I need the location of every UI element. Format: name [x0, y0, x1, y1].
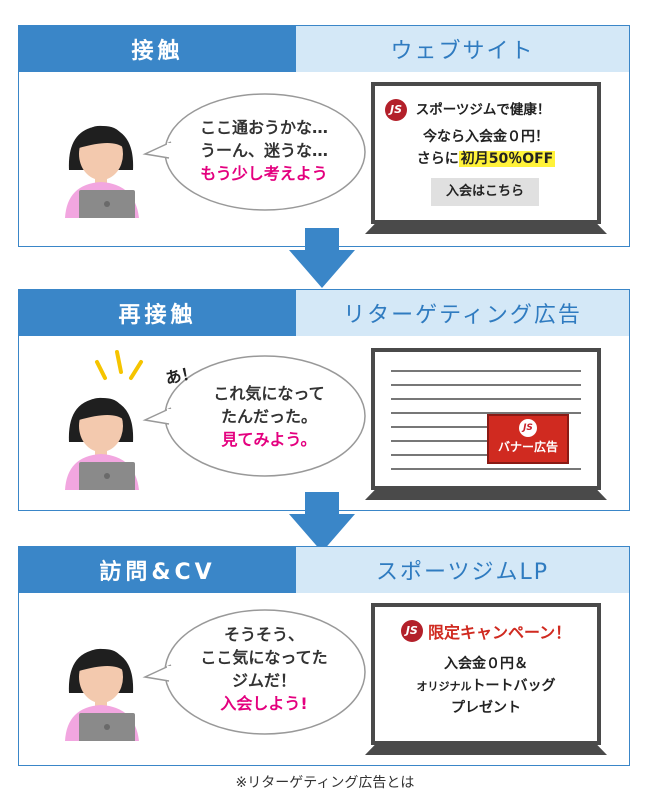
- stage-panel-contact: 接触 ウェブサイト ここ通おうかな… うーん、迷うな… もう少し考えよう JS …: [18, 25, 630, 247]
- stage-panel-recontact: 再接触 リターゲティング広告 あ！ これ気になって たんだった。 見てみよう。: [18, 289, 630, 511]
- website-screen: JS スポーツジムで健康！ 今なら入会金０円！ さらに初月50％OFF 入会はこ…: [371, 82, 601, 224]
- monitor-stand: [365, 745, 607, 755]
- text-line: [391, 384, 581, 386]
- speech-text: そうそう、 ここ気になってた ジムだ！ 入会しよう!: [169, 623, 359, 715]
- speech-line: たんだった。: [220, 407, 317, 426]
- panel-header: 訪問&CV スポーツジムLP: [19, 547, 629, 593]
- lp-line: 入会金０円＆: [444, 656, 528, 672]
- speech-emphasis: 見てみよう。: [221, 430, 317, 449]
- banner-label: バナー広告: [497, 440, 558, 454]
- ad-line: さらに: [416, 151, 459, 167]
- text-line: [391, 412, 581, 414]
- monitor: JS 限定キャンペーン！ 入会金０円＆ オリジナルトートバッグ プレゼント: [365, 603, 607, 755]
- monitor: JS スポーツジムで健康！ 今なら入会金０円！ さらに初月50％OFF 入会はこ…: [365, 82, 607, 234]
- text-line: [391, 468, 581, 470]
- landing-page-screen: JS 限定キャンペーン！ 入会金０円＆ オリジナルトートバッグ プレゼント: [371, 603, 601, 745]
- banner-ad[interactable]: JS バナー広告: [487, 414, 569, 464]
- speech-emphasis: 入会しよう!: [220, 694, 308, 713]
- speech-bubble: [142, 355, 366, 477]
- panel-header: 接触 ウェブサイト: [19, 26, 629, 72]
- person-icon: [65, 648, 139, 741]
- text-line: [391, 398, 581, 400]
- gym-logo-icon: JS: [400, 620, 423, 642]
- article-screen: JS バナー広告: [371, 348, 601, 490]
- monitor: JS バナー広告: [365, 348, 607, 500]
- text-line: [391, 426, 501, 428]
- person-icon: [65, 125, 139, 218]
- panel-header: 再接触 リターゲティング広告: [19, 290, 629, 336]
- lp-line: プレゼント: [451, 700, 521, 716]
- text-line: [391, 454, 501, 456]
- speech-bubble: [142, 93, 366, 211]
- ad-line: 今なら入会金０円！: [423, 129, 549, 145]
- join-button[interactable]: 入会はこちら: [431, 178, 539, 206]
- speech-text: ここ通おうかな… うーん、迷うな… もう少し考えよう: [169, 116, 359, 185]
- monitor-stand: [365, 490, 607, 500]
- discount-highlight: 初月50％OFF: [458, 151, 556, 167]
- channel-label: リターゲティング広告: [296, 290, 629, 336]
- speech-bubble: [142, 609, 366, 735]
- down-arrow-icon: [289, 228, 355, 288]
- speech-line: ジムだ！: [231, 671, 296, 690]
- gym-logo-icon: JS: [385, 99, 407, 121]
- speech-line: ここ気になってた: [200, 648, 328, 667]
- speech-line: そうそう、: [223, 625, 304, 644]
- channel-label: ウェブサイト: [296, 26, 629, 72]
- monitor-stand: [365, 224, 607, 234]
- text-line: [391, 370, 581, 372]
- person-icon: [65, 397, 139, 490]
- speech-line: これ気になって: [213, 384, 325, 403]
- stage-label: 再接触: [19, 290, 296, 336]
- speech-text: これ気になって たんだった。 見てみよう。: [179, 382, 359, 451]
- lp-line: オリジナル: [416, 680, 472, 693]
- notice-lines-icon: [95, 350, 143, 380]
- lp-line: トートバッグ: [471, 678, 556, 694]
- footnote-link[interactable]: ※リターゲティング広告とは: [235, 775, 415, 791]
- channel-label: スポーツジムLP: [296, 547, 629, 593]
- speech-emphasis: もう少し考えよう: [200, 164, 328, 183]
- stage-label: 訪問&CV: [19, 547, 296, 593]
- down-arrow-icon: [289, 492, 355, 552]
- stage-panel-visit-cv: 訪問&CV スポーツジムLP そうそう、 ここ気になってた ジムだ！ 入会しよう…: [18, 546, 630, 766]
- campaign-headline: 限定キャンペーン！: [427, 623, 572, 642]
- speech-line: うーん、迷うな…: [199, 141, 328, 160]
- stage-label: 接触: [19, 26, 296, 72]
- gym-logo-icon: JS: [519, 419, 537, 437]
- text-line: [391, 440, 501, 442]
- ad-line: スポーツジムで健康！: [415, 102, 551, 118]
- speech-line: ここ通おうかな…: [199, 118, 328, 137]
